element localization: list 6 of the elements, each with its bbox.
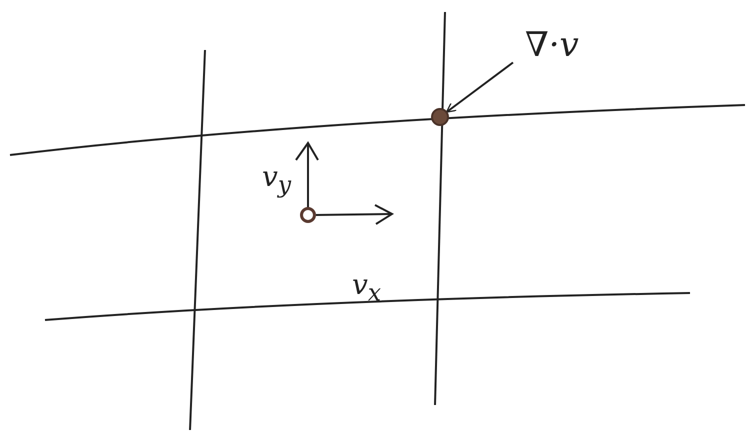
- cell-center-circle: [300, 207, 316, 223]
- divergence-label: ∇·v: [525, 25, 579, 65]
- velocity-label: v$_{y}$: [262, 160, 292, 199]
- velocity-label: v$_{x}$: [352, 268, 381, 307]
- arrow: [446, 62, 514, 113]
- grid-node-dot: [431, 108, 449, 126]
